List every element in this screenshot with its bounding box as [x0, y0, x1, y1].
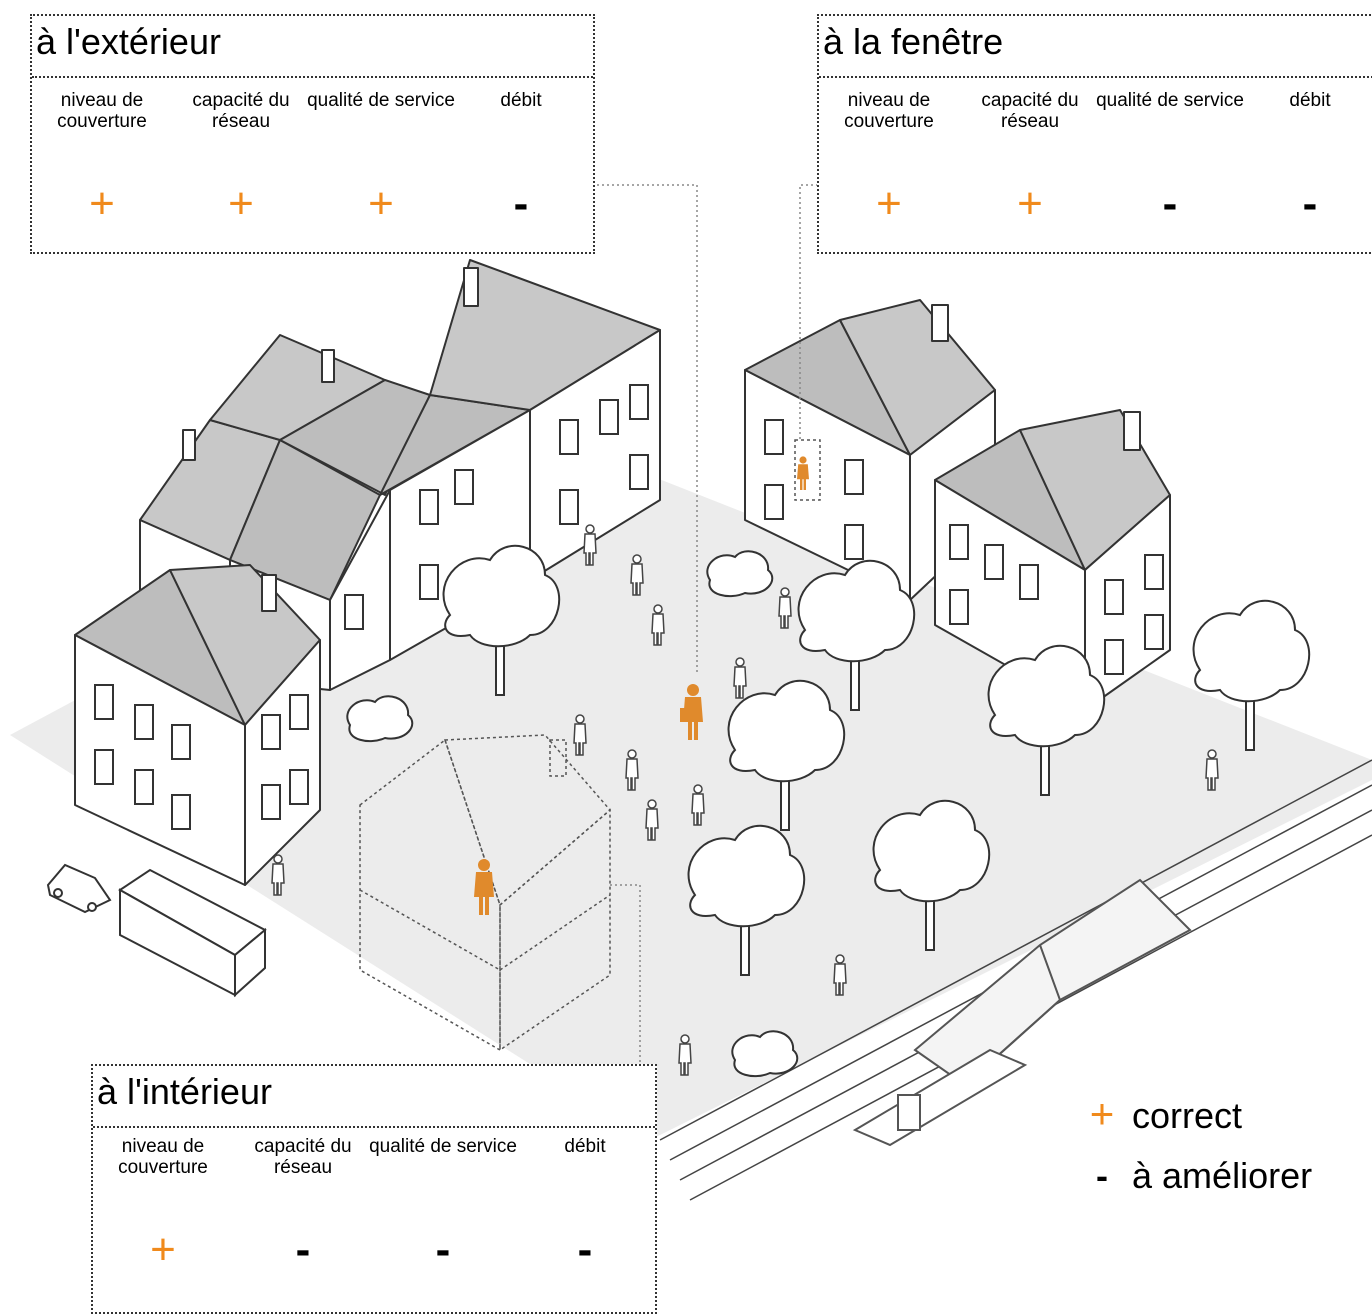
metric-couverture: niveau de couverture + — [88, 1136, 238, 1272]
metric-value: + — [228, 179, 254, 228]
metric-label: débit — [564, 1136, 606, 1157]
metric-value: - — [577, 1225, 593, 1274]
metric-couverture: niveau de couverture + — [814, 90, 964, 226]
metric-capacite: capacité du réseau + — [166, 90, 316, 226]
panel-interieur-title: à l'intérieur — [97, 1071, 272, 1112]
metric-debit: débit - — [446, 90, 596, 226]
metric-value: - — [1302, 179, 1318, 228]
legend-label: à améliorer — [1132, 1155, 1313, 1196]
metric-qualite: qualité de service - — [1095, 90, 1245, 226]
bus — [118, 868, 267, 998]
legend-item-ameliorer: - à améliorer — [1082, 1156, 1312, 1196]
metric-debit: débit - — [1235, 90, 1372, 226]
metric-value: + — [368, 179, 394, 228]
metric-label: qualité de service — [369, 1136, 517, 1157]
metric-label: capacité du réseau — [981, 90, 1079, 132]
panel-fenetre-title: à la fenêtre — [823, 21, 1004, 62]
metric-capacite: capacité du réseau - — [228, 1136, 378, 1272]
metric-debit: débit - — [510, 1136, 660, 1272]
metric-qualite: qualité de service - — [368, 1136, 518, 1272]
metric-label: capacité du réseau — [192, 90, 290, 132]
panel-divider — [32, 76, 593, 78]
dotted-house — [359, 734, 612, 1052]
legend-item-correct: + correct — [1082, 1090, 1312, 1137]
plus-icon: + — [1089, 1090, 1115, 1137]
metric-value: + — [150, 1225, 176, 1274]
metric-label: niveau de couverture — [57, 90, 147, 132]
metric-capacite: capacité du réseau + — [955, 90, 1105, 226]
highlighted-people — [474, 456, 809, 915]
legend: + correct - à améliorer — [1082, 1090, 1312, 1196]
minus-icon: - — [1096, 1155, 1108, 1196]
metric-couverture: niveau de couverture + — [27, 90, 177, 226]
metric-value: + — [876, 179, 902, 228]
metric-label: niveau de couverture — [844, 90, 934, 132]
house-front-right — [934, 409, 1171, 711]
metric-value: + — [89, 179, 115, 228]
panel-exterieur: à l'extérieur niveau de couverture + cap… — [30, 14, 595, 254]
metric-label: qualité de service — [307, 90, 455, 111]
metric-value: - — [513, 179, 529, 228]
metric-label: niveau de couverture — [118, 1136, 208, 1178]
metric-value: + — [1017, 179, 1043, 228]
panel-divider — [93, 1126, 655, 1128]
panel-fenetre: à la fenêtre niveau de couverture + capa… — [817, 14, 1372, 254]
metric-qualite: qualité de service + — [306, 90, 456, 226]
platform — [852, 1048, 1028, 1147]
window-frame-dotted — [794, 439, 821, 501]
panel-exterieur-title: à l'extérieur — [36, 21, 221, 62]
metric-label: capacité du réseau — [254, 1136, 352, 1178]
panel-divider — [819, 76, 1372, 78]
metric-value: - — [435, 1225, 451, 1274]
metric-label: débit — [500, 90, 542, 111]
metric-label: qualité de service — [1096, 90, 1244, 111]
house-front-left — [74, 564, 321, 886]
car — [46, 863, 112, 914]
leader-lines — [597, 184, 818, 1063]
metric-value: - — [1162, 179, 1178, 228]
metric-value: - — [295, 1225, 311, 1274]
panel-interieur: à l'intérieur niveau de couverture + cap… — [91, 1064, 657, 1314]
metric-label: débit — [1289, 90, 1331, 111]
legend-label: correct — [1132, 1095, 1243, 1136]
